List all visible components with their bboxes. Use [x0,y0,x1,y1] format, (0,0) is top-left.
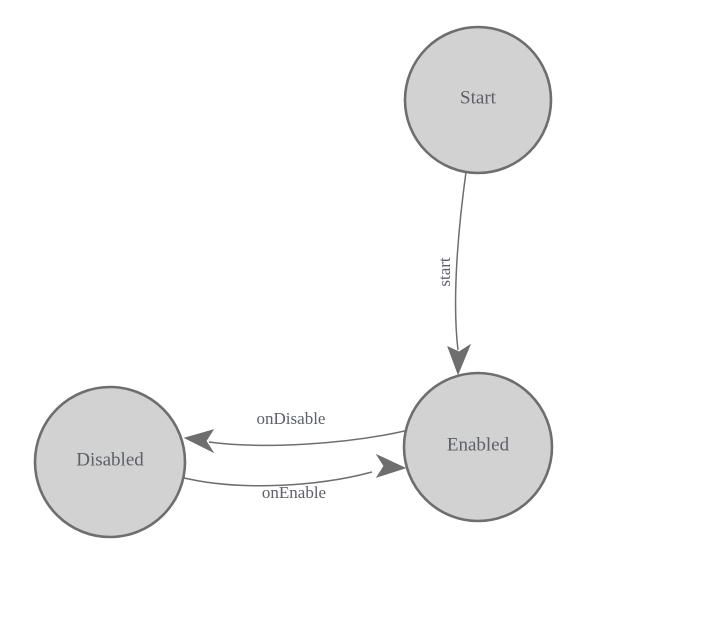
node-start-circle [403,25,553,175]
node-enabled-circle [402,371,554,523]
node-start[interactable]: Start [403,25,553,175]
node-start-label: Start [460,87,497,108]
node-enabled-label: Enabled [447,434,510,455]
edge-disabled-to-enabled-arrowhead [375,453,407,478]
edge-enabled-to-disabled-arrowhead [183,429,215,454]
edge-start-to-enabled-path [454,171,467,351]
edge-start-to-enabled[interactable]: start [435,171,472,376]
edge-enabled-to-disabled[interactable]: onDisable [183,409,410,454]
edge-label-on-disable: onDisable [257,409,326,428]
node-disabled-circle [33,385,187,539]
edge-label-on-enable: onEnable [262,483,326,502]
edge-label-start: start [435,257,454,287]
node-enabled[interactable]: Enabled [402,371,554,523]
edge-enabled-to-disabled-path [208,429,410,447]
edge-disabled-to-enabled[interactable]: onEnable [179,453,407,502]
edge-disabled-to-enabled-path [179,471,373,487]
edge-start-to-enabled-arrowhead [447,343,472,376]
node-disabled-label: Disabled [76,449,144,470]
node-disabled[interactable]: Disabled [33,385,187,539]
